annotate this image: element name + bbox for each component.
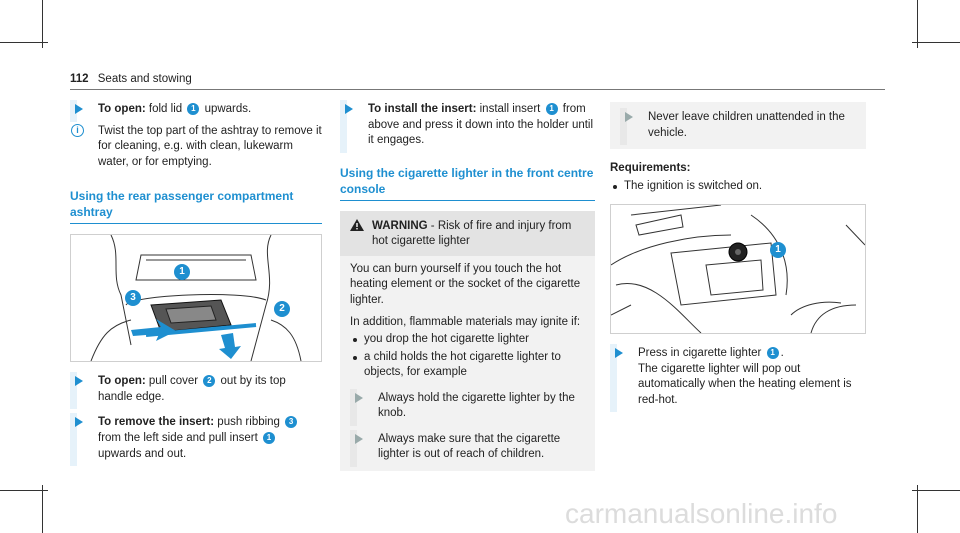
callout-badge: 1 — [187, 103, 200, 115]
step-label: To remove the insert: — [98, 416, 215, 429]
step-text: push ribbing — [217, 416, 280, 429]
step-arrow-icon — [75, 376, 83, 387]
crop-mark — [917, 0, 918, 48]
figure-callout-1: 1 — [174, 264, 190, 281]
step-open-lid: To open: fold lid 1 upwards. — [70, 100, 322, 122]
info-icon: i — [71, 123, 84, 137]
column-3: Never leave children unattended in the v… — [610, 102, 866, 414]
section-heading: Using the cigarette lighter in the front… — [340, 165, 594, 196]
section-title: Seats and stowing — [97, 73, 192, 85]
step-label: To open: — [98, 103, 146, 115]
lighter-figure: 1 — [610, 204, 866, 335]
note-text: Twist the top part of the ashtray to rem… — [98, 124, 322, 168]
warning-paragraph: In addition, flammable materials may ign… — [350, 315, 581, 328]
step-arrow-icon — [75, 104, 83, 114]
warning-continuation-box: Never leave children unattended in the v… — [610, 102, 866, 150]
section-heading: Using the rear passenger compartment ash… — [70, 189, 294, 220]
heading-rule — [70, 223, 322, 225]
step-text: The cigarette lighter will pop out autom… — [638, 362, 852, 406]
page-number: 112 — [70, 73, 89, 85]
step-label: To open: — [98, 375, 146, 388]
callout-badge: 1 — [545, 103, 558, 115]
step-label: To install the insert: — [368, 103, 477, 115]
crop-mark — [912, 42, 960, 43]
step-arrow-icon — [615, 348, 623, 359]
crop-mark — [0, 42, 48, 43]
step-text: Always hold the cigarette lighter by the… — [378, 391, 575, 420]
step-highlight-bar — [340, 100, 347, 153]
step-highlight-bar — [70, 100, 77, 122]
crop-mark — [42, 0, 43, 48]
column-1: To open: fold lid 1 upwards. i Twist the… — [70, 100, 322, 468]
step-text: out by its top handle edge. — [98, 375, 286, 403]
step-arrow-icon — [355, 433, 363, 444]
warning-label: WARNING — [372, 219, 428, 232]
warning-triangle-icon — [350, 218, 364, 237]
callout-badge: 2 — [203, 375, 216, 388]
warning-step: Always make sure that the cigarette ligh… — [350, 429, 585, 467]
crop-mark — [42, 485, 43, 533]
figure-callout-1: 1 — [770, 242, 786, 259]
column-2: To install the insert: install insert 1 … — [340, 100, 595, 471]
info-note: i Twist the top part of the ashtray to r… — [70, 123, 322, 171]
warning-header: WARNING - Risk of fire and injury from h… — [340, 210, 595, 256]
ashtray-figure: 1 2 3 — [70, 234, 322, 363]
step-highlight-bar — [620, 108, 627, 146]
callout-badge: 3 — [285, 416, 298, 429]
crop-mark — [0, 490, 48, 491]
crop-mark — [912, 490, 960, 491]
requirement-item: The ignition is switched on. — [610, 179, 866, 195]
requirements-label: Requirements: — [610, 162, 691, 175]
warning-title: - Risk of fire and injury from hot cigar… — [372, 219, 572, 248]
warning-paragraph: You can burn yourself if you touch the h… — [350, 262, 581, 306]
step-arrow-icon — [625, 112, 633, 122]
warning-bullet: a child holds the hot cigarette lighter … — [350, 350, 585, 381]
step-text: Always make sure that the cigarette ligh… — [378, 432, 561, 461]
figure-callout-3: 3 — [125, 290, 141, 307]
step-arrow-icon — [75, 417, 83, 428]
heading-rule — [340, 199, 595, 201]
step-highlight-bar — [350, 388, 357, 426]
warning-body: You can burn yourself if you touch the h… — [340, 256, 595, 471]
figure-callout-2: 2 — [274, 301, 290, 318]
step-highlight-bar — [350, 429, 357, 467]
step-open-cover: To open: pull cover 2 out by its top han… — [70, 372, 322, 410]
crop-mark — [917, 485, 918, 533]
step-text: upwards and out. — [98, 447, 187, 460]
step-press-lighter: Press in cigarette lighter 1. The cigare… — [610, 344, 866, 413]
header-rule — [70, 89, 885, 90]
step-arrow-icon — [345, 104, 353, 114]
step-highlight-bar — [70, 372, 77, 410]
step-remove-insert: To remove the insert: push ribbing 3 fro… — [70, 413, 322, 467]
callout-badge: 1 — [263, 431, 276, 444]
step-text: pull cover — [148, 375, 199, 388]
step-arrow-icon — [355, 392, 363, 403]
warning-box: WARNING - Risk of fire and injury from h… — [340, 210, 595, 471]
step-text: Never leave children unattended in the v… — [648, 111, 845, 139]
step-text: Press in cigarette lighter — [638, 347, 762, 360]
step-highlight-bar — [70, 413, 77, 467]
page-header: 112 Seats and stowing — [70, 72, 192, 88]
step-text: install insert — [479, 103, 541, 115]
step-install-insert: To install the insert: install insert 1 … — [340, 100, 595, 153]
step-text: fold lid — [148, 103, 183, 115]
warning-bullet: you drop the hot cigarette lighter — [350, 332, 585, 348]
warning-step: Never leave children unattended in the v… — [620, 108, 856, 146]
warning-step: Always hold the cigarette lighter by the… — [350, 388, 585, 426]
step-text: from the left side and pull insert — [98, 431, 258, 444]
step-text: upwards. — [204, 103, 252, 115]
step-text: from above and press it down into the ho… — [368, 103, 594, 147]
ashtray-illustration — [90, 235, 302, 362]
watermark: carmanualsonline.info — [565, 498, 838, 529]
step-highlight-bar — [610, 344, 617, 413]
callout-badge: 1 — [766, 347, 779, 360]
lighter-illustration — [611, 205, 865, 334]
